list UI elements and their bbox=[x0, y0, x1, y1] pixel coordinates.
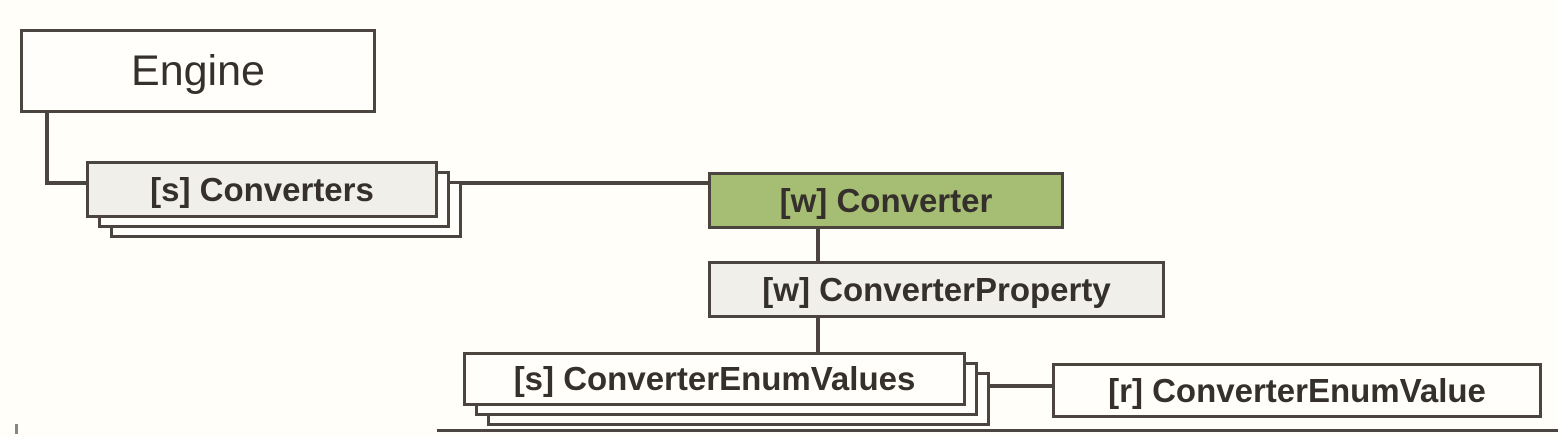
node-converters[interactable]: [s] Converters bbox=[86, 161, 438, 218]
node-converter-selected[interactable]: [w] Converter bbox=[708, 172, 1064, 229]
connector-converterproperty-enumvalues bbox=[816, 317, 820, 354]
node-converter-enum-value[interactable]: [r] ConverterEnumValue bbox=[1052, 363, 1542, 418]
node-converter-property-label: [w] ConverterProperty bbox=[762, 270, 1111, 308]
node-converters-label: [s] Converters bbox=[150, 170, 374, 208]
bottom-edge-line bbox=[437, 429, 1558, 432]
node-engine-label: Engine bbox=[131, 46, 265, 95]
connector-converters-converter bbox=[462, 181, 710, 185]
node-converter-enum-values-label: [s] ConverterEnumValues bbox=[513, 360, 916, 397]
connector-enumvalues-enumvalue bbox=[990, 384, 1054, 388]
connector-engine-converters-vertical bbox=[45, 113, 49, 185]
node-converter-enum-values[interactable]: [s] ConverterEnumValues bbox=[463, 352, 966, 406]
bottom-left-tick bbox=[15, 424, 18, 434]
connector-engine-converters-horizontal bbox=[45, 181, 89, 185]
node-converter-label: [w] Converter bbox=[779, 181, 993, 219]
connector-converter-converterproperty bbox=[816, 228, 820, 263]
node-converter-property[interactable]: [w] ConverterProperty bbox=[708, 261, 1165, 318]
node-converter-enum-value-label: [r] ConverterEnumValue bbox=[1108, 371, 1486, 409]
node-engine[interactable]: Engine bbox=[20, 29, 376, 113]
